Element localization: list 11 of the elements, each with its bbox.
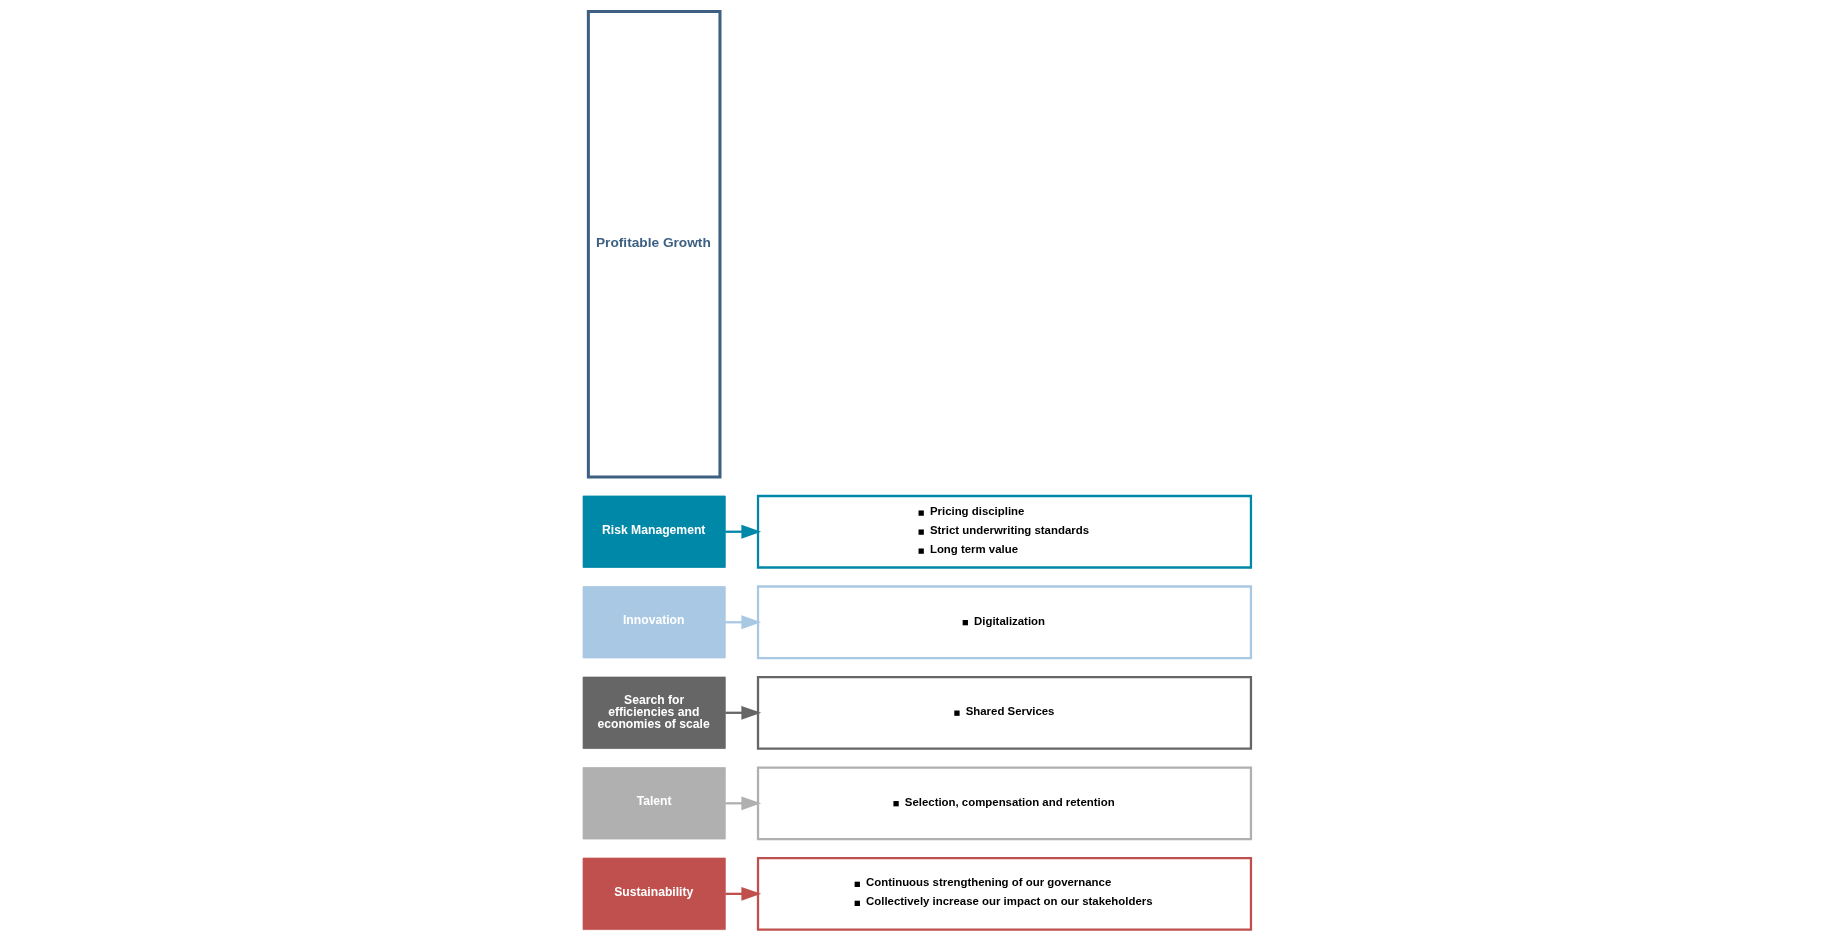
node-box: Talent: [582, 767, 726, 840]
node-box: Risk Management: [582, 495, 726, 568]
node-box: Pricing discipline Strict underwriting standards Long term value: [756, 494, 1252, 569]
node-box: Sustainability: [582, 857, 726, 930]
node-box: Profitable Growth: [586, 9, 721, 479]
node-box: Innovation: [582, 586, 726, 659]
node-box: Search for efficiencies and economies of scale: [582, 676, 726, 749]
node-box: Shared Services: [756, 675, 1252, 750]
node-box: Selection, compensation and retention: [756, 766, 1252, 841]
node-box: Digitalization: [756, 585, 1252, 660]
node-box: Continuous strengthening of our governance Collectively increase our impact on our stakeholders: [756, 856, 1252, 931]
